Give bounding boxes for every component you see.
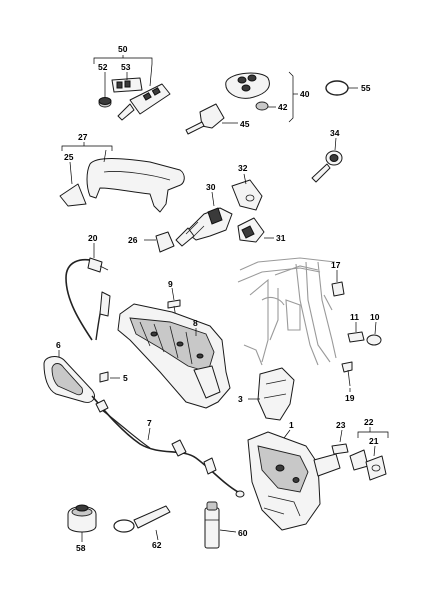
callout-23: 23 — [336, 420, 346, 430]
callout-11: 11 — [350, 312, 359, 322]
spray-can-60-group — [204, 501, 237, 549]
cable-20-group — [65, 243, 111, 341]
callout-62: 62 — [152, 540, 162, 550]
screw-5-part — [99, 371, 109, 383]
cap-10-part — [366, 334, 382, 346]
screw-19-part — [341, 361, 353, 373]
callout-30: 30 — [206, 182, 216, 192]
bracket-3-part — [257, 367, 295, 421]
bracket-3-group — [248, 367, 295, 421]
callout-labels: 50 52 53 40 42 45 55 27 25 34 32 30 26 3… — [56, 44, 380, 553]
callout-55: 55 — [361, 83, 371, 93]
cap-58-group — [67, 504, 97, 542]
screw-9-group — [167, 287, 181, 319]
cable-20-part — [65, 258, 99, 341]
key-set-group — [93, 55, 171, 121]
bracket-32-part — [231, 179, 263, 211]
bolt-11-part — [347, 331, 365, 343]
callout-10: 10 — [370, 312, 380, 322]
callout-1: 1 — [289, 420, 294, 430]
callout-26: 26 — [128, 235, 138, 245]
door-module-8-group — [117, 303, 231, 409]
callout-40: 40 — [300, 89, 310, 99]
striker-part — [349, 449, 369, 471]
clip-17-group — [331, 270, 345, 297]
remote-40-group — [225, 71, 298, 123]
tool-62-part — [133, 505, 171, 529]
callout-32: 32 — [238, 163, 248, 173]
screw-5-group — [99, 371, 120, 383]
outer-handle-part — [86, 158, 185, 213]
screw-9-part — [167, 299, 181, 309]
callout-45: 45 — [240, 119, 250, 129]
callout-17: 17 — [331, 260, 341, 270]
callout-31: 31 — [276, 233, 286, 243]
battery-42-part — [255, 101, 269, 111]
callout-6: 6 — [56, 340, 61, 350]
callout-19: 19 — [345, 393, 355, 403]
outer-handle-27-group — [59, 142, 185, 213]
cable-7-part — [91, 395, 239, 493]
callout-22: 22 — [364, 417, 374, 427]
callout-5: 5 — [123, 373, 128, 383]
callout-20: 20 — [88, 233, 98, 243]
callout-27: 27 — [78, 132, 88, 142]
callout-7: 7 — [147, 418, 152, 428]
callout-34: 34 — [330, 128, 340, 138]
callout-58: 58 — [76, 543, 86, 553]
callout-21: 21 — [369, 436, 379, 446]
key-blade-45-group — [185, 103, 238, 135]
door-frame-outline — [237, 257, 337, 366]
lock-cylinder-30-group — [175, 191, 233, 247]
lock-actuator-1-group — [247, 429, 341, 531]
key-34-group — [311, 137, 343, 183]
o-ring-55-part — [325, 80, 349, 96]
handle-cap-25-part — [59, 183, 87, 207]
callout-53: 53 — [121, 62, 131, 72]
gasket-21-part — [365, 455, 387, 481]
callout-42: 42 — [278, 102, 288, 112]
bolt-23-part — [331, 443, 349, 455]
callout-60: 60 — [238, 528, 248, 538]
tool-62-group — [113, 505, 171, 541]
callout-8: 8 — [193, 318, 198, 328]
cable-7-group — [91, 395, 245, 498]
striker-22-group — [349, 427, 389, 481]
spray-can-60-part — [204, 507, 220, 549]
callout-25: 25 — [64, 152, 74, 162]
bolt-11-group — [347, 321, 382, 346]
screw-19-group — [341, 361, 353, 392]
bolt-23-group — [331, 429, 349, 455]
cover-31-group — [237, 217, 274, 243]
callout-3: 3 — [238, 394, 243, 404]
inner-handle-6-group — [43, 350, 95, 403]
bracket-32-group — [231, 173, 263, 211]
callout-52: 52 — [98, 62, 108, 72]
clip-17-part — [331, 281, 345, 297]
gasket-26-part — [155, 231, 175, 253]
callout-9: 9 — [168, 279, 173, 289]
callout-50: 50 — [118, 44, 128, 54]
